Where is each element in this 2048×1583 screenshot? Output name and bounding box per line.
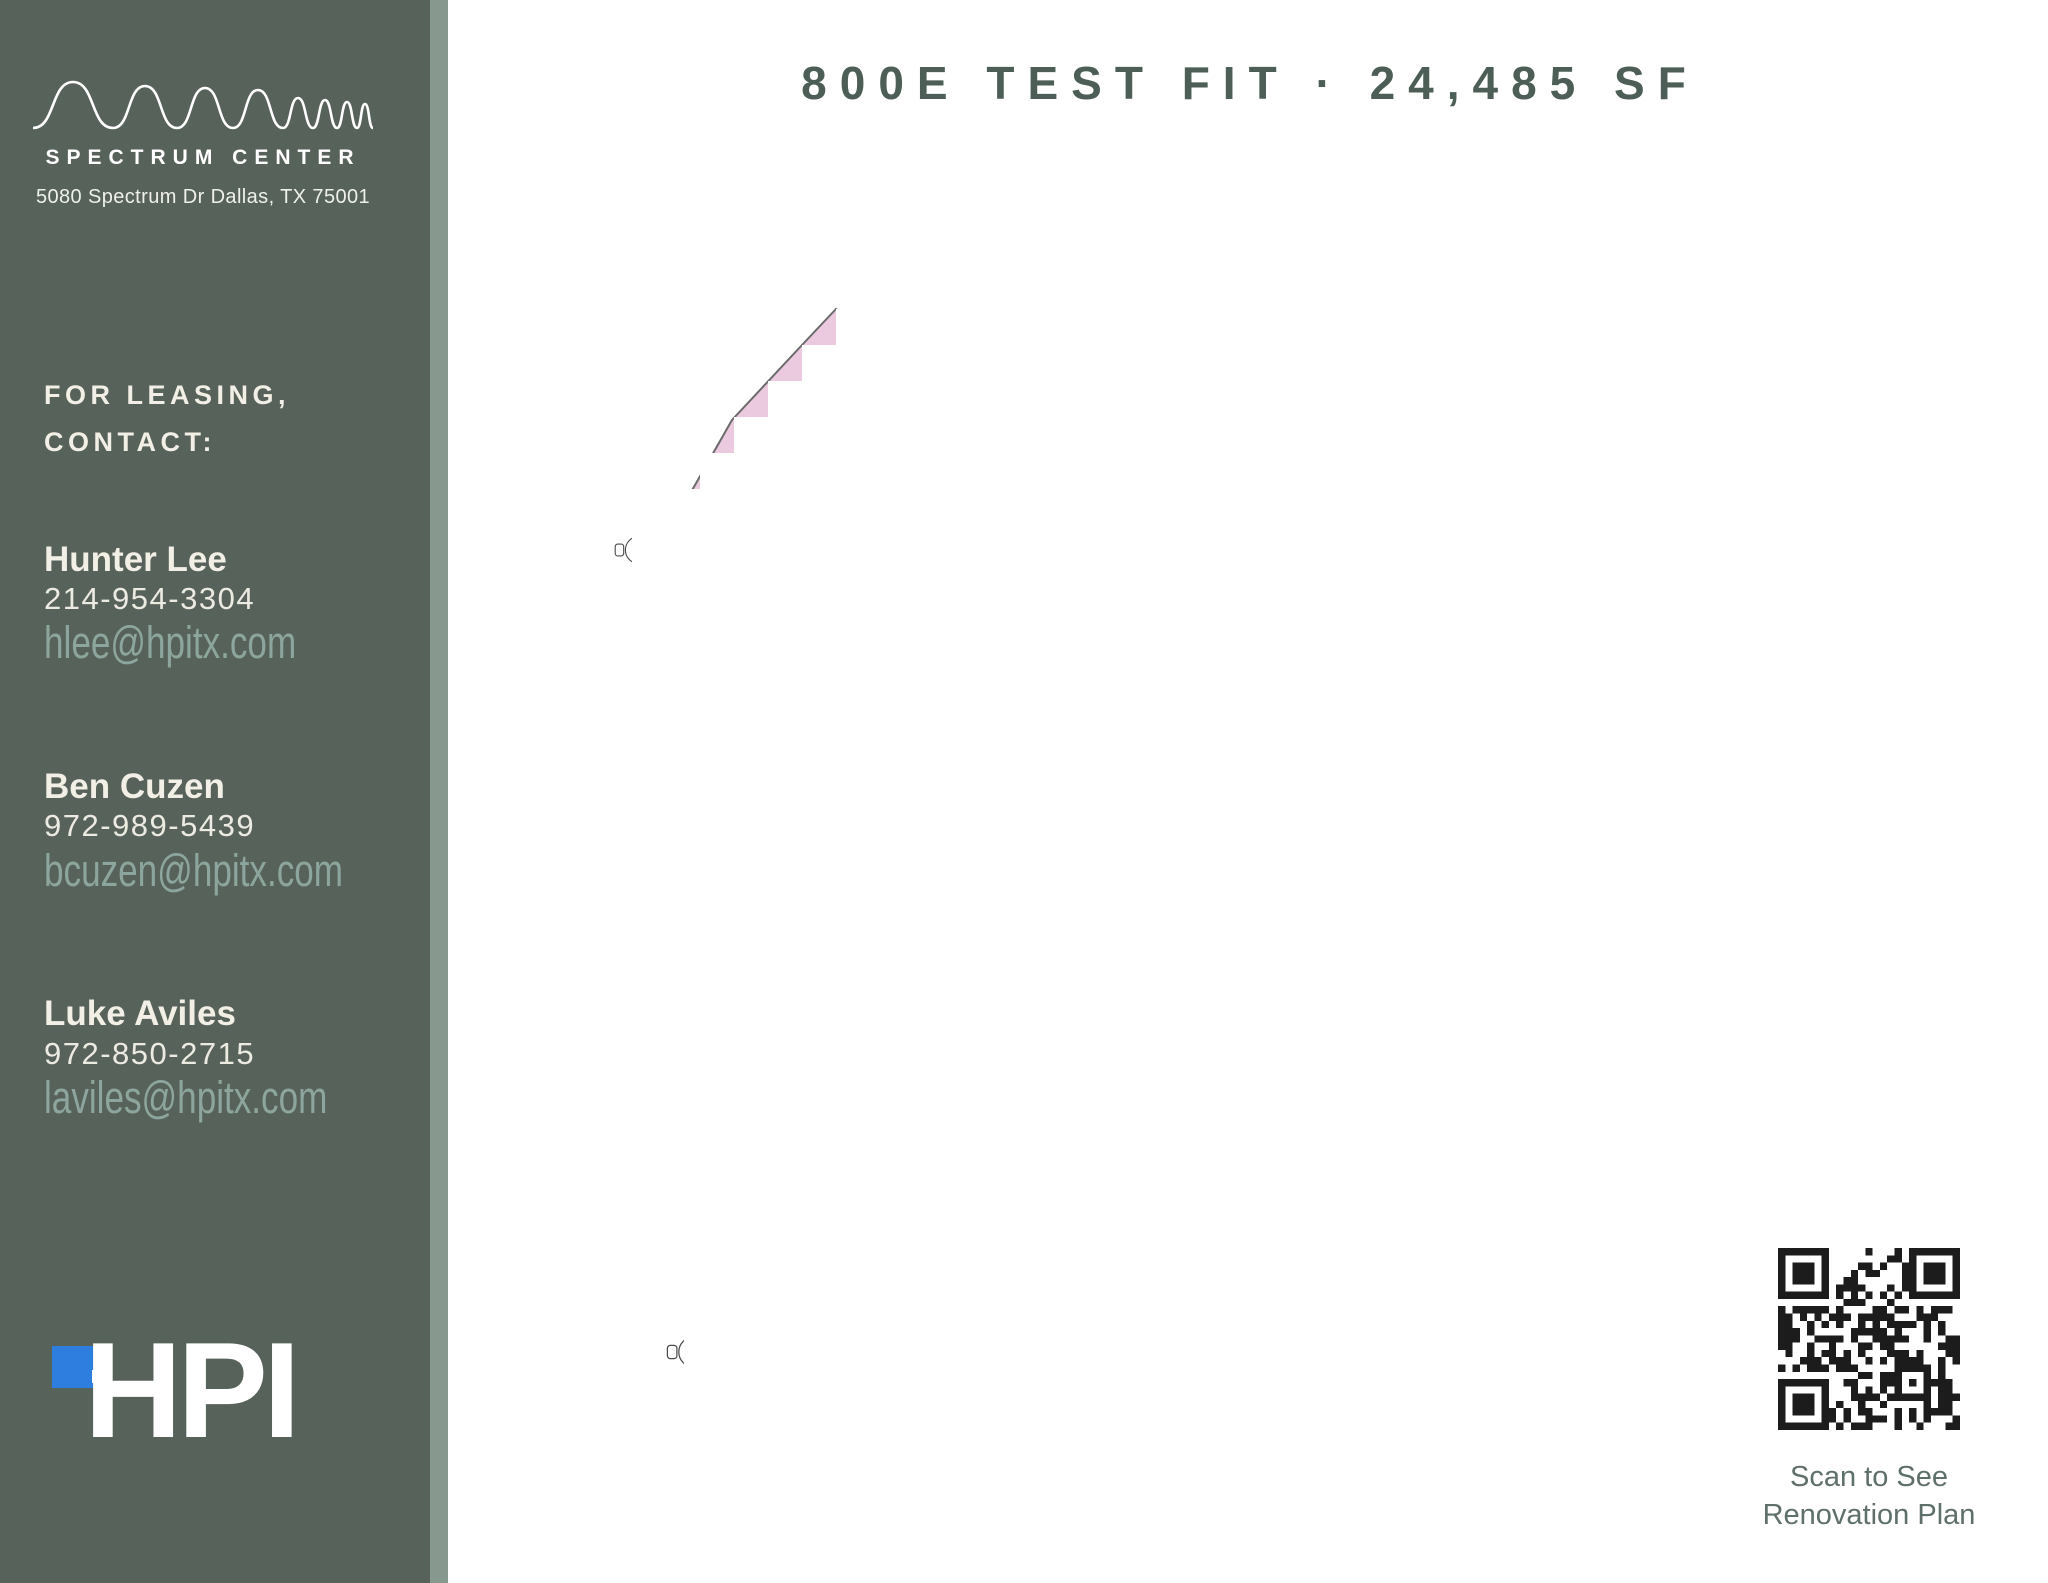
- qr-caption-line1: Scan to See: [1790, 1461, 1948, 1493]
- leasing-heading-line1: FOR LEASING,: [44, 380, 291, 410]
- qr-caption-line2: Renovation Plan: [1762, 1498, 1976, 1531]
- qr-caption: Scan to See Renovation Plan: [1739, 1459, 1999, 1534]
- sidebar-panel: SPECTRUM CENTER 5080 Spectrum Dr Dallas,…: [0, 0, 430, 1583]
- contact-name: Ben Cuzen: [44, 767, 225, 807]
- contact-card: Ben Cuzen 972-989-5439 bcuzen@hpitx.com: [44, 767, 427, 896]
- contact-name: Luke Aviles: [44, 994, 236, 1034]
- contact-phone: 972-989-5439: [44, 808, 256, 844]
- hpi-logo-notch-icon: [92, 1370, 105, 1383]
- brand-block: SPECTRUM CENTER 5080 Spectrum Dr Dallas,…: [28, 66, 378, 209]
- brand-address: 5080 Spectrum Dr Dallas, TX 75001: [35, 186, 371, 208]
- brand-name: SPECTRUM CENTER: [45, 146, 361, 169]
- qr-block: Scan to See Renovation Plan: [1763, 1248, 1975, 1534]
- qr-code: [1778, 1248, 1960, 1430]
- hpi-logo: HPI: [48, 1314, 388, 1500]
- leasing-heading: FOR LEASING, CONTACT:: [44, 372, 290, 467]
- sidebar-accent-stripe: [430, 0, 448, 1583]
- hpi-logo-square-icon: [52, 1346, 96, 1388]
- contact-list: Hunter Lee 214-954-3304 hlee@hpitx.com B…: [44, 540, 427, 1222]
- contact-email: laviles@hpitx.com: [44, 1071, 328, 1123]
- contact-email: hlee@hpitx.com: [44, 617, 297, 669]
- contact-card: Luke Aviles 972-850-2715 laviles@hpitx.c…: [44, 994, 427, 1123]
- contact-phone: 214-954-3304: [44, 581, 256, 617]
- contact-name: Hunter Lee: [44, 540, 227, 579]
- spectrum-wave-icon: [32, 80, 374, 130]
- leasing-heading-line2: CONTACT:: [44, 427, 216, 458]
- hpi-logo-text: HPI: [84, 1314, 301, 1466]
- page-title: 800E TEST FIT · 24,485 SF: [801, 57, 1699, 109]
- contact-card: Hunter Lee 214-954-3304 hlee@hpitx.com: [44, 540, 427, 669]
- floor-plan: [614, 250, 1852, 1520]
- contact-email: bcuzen@hpitx.com: [44, 844, 344, 896]
- contact-phone: 972-850-2715: [44, 1035, 256, 1071]
